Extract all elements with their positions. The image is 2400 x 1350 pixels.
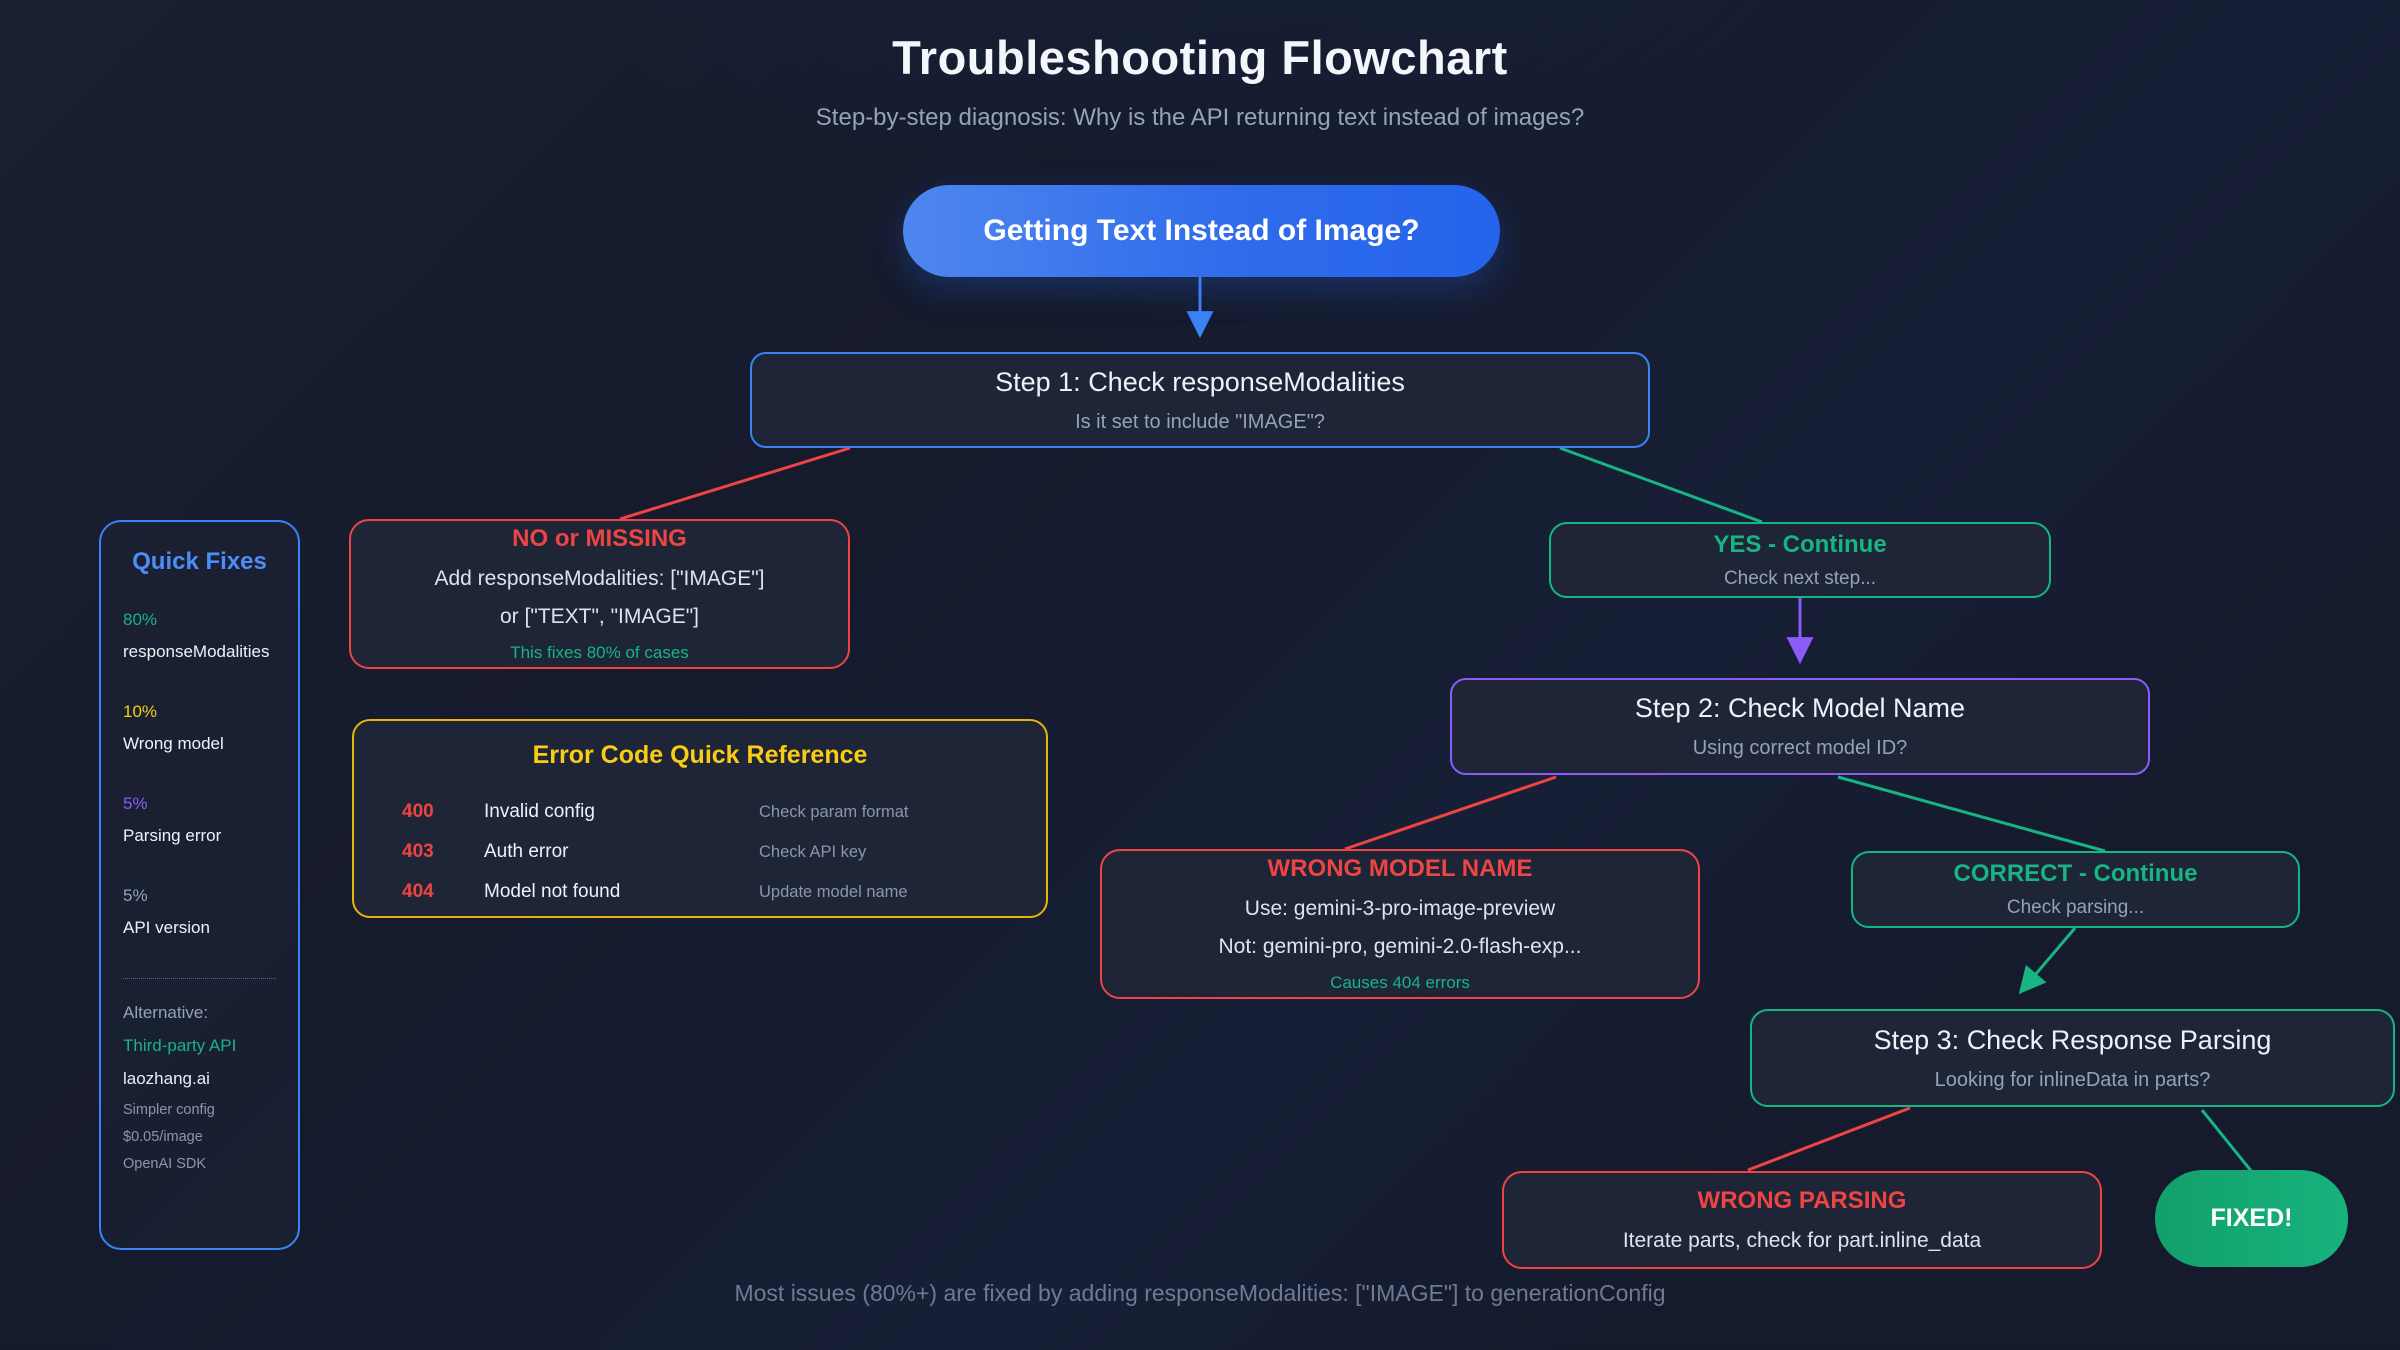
quick-fix-item: 10% Wrong model <box>123 702 276 754</box>
connector-step2-correct <box>1837 775 2106 853</box>
correct-continue-title: CORRECT - Continue <box>1953 860 2198 887</box>
quick-fix-percent: 80% <box>123 610 158 629</box>
quick-fix-item: 80% responseModalities <box>123 610 276 662</box>
no-missing-line1: Add responseModalities: ["IMAGE"] <box>434 567 765 590</box>
step2-node: Step 2: Check Model Name Using correct m… <box>1450 678 2150 775</box>
alternative-domain: laozhang.ai <box>123 1069 210 1088</box>
page-title: Troubleshooting Flowchart <box>892 31 1508 84</box>
quick-fixes-title: Quick Fixes <box>132 548 267 575</box>
error-code-title: Error Code Quick Reference <box>532 741 868 769</box>
step2-title: Step 2: Check Model Name <box>1634 693 1966 723</box>
quick-fix-label: API version <box>123 918 210 937</box>
step3-subtitle: Looking for inlineData in parts? <box>1934 1068 2211 1091</box>
panel-divider <box>123 978 276 979</box>
connector-step1-no <box>619 446 851 521</box>
error-hint: Check param format <box>759 802 909 821</box>
wrong-model-line2: Not: gemini-pro, gemini-2.0-flash-exp... <box>1218 935 1582 958</box>
quick-fix-percent: 5% <box>123 886 148 905</box>
wrong-parsing-line1: Iterate parts, check for part.inline_dat… <box>1622 1229 1982 1252</box>
no-missing-line2: or ["TEXT", "IMAGE"] <box>499 605 699 628</box>
start-node-label: Getting Text Instead of Image? <box>983 214 1420 247</box>
step1-subtitle: Is it set to include "IMAGE"? <box>1075 410 1325 433</box>
yes-continue-node: YES - Continue Check next step... <box>1549 522 2051 598</box>
wrong-parsing-node: WRONG PARSING Iterate parts, check for p… <box>1502 1171 2102 1269</box>
wrong-model-line1: Use: gemini-3-pro-image-preview <box>1244 897 1556 920</box>
footer-note: Most issues (80%+) are fixed by adding r… <box>734 1280 1666 1306</box>
error-code-row: 400 Invalid config Check param format <box>354 792 1046 832</box>
start-node: Getting Text Instead of Image? <box>903 185 1500 277</box>
no-missing-note: This fixes 80% of cases <box>510 643 689 662</box>
quick-fix-percent: 5% <box>123 794 148 813</box>
error-code: 403 <box>402 841 434 862</box>
connector-correct-step3 <box>2018 927 2077 995</box>
quick-fix-label: Wrong model <box>123 734 224 753</box>
connector-step2-wrongmodel <box>1344 775 1557 851</box>
wrong-model-node: WRONG MODEL NAME Use: gemini-3-pro-image… <box>1100 849 1700 999</box>
error-code: 400 <box>402 801 434 822</box>
error-hint: Update model name <box>759 882 908 901</box>
step3-title: Step 3: Check Response Parsing <box>1873 1024 2272 1055</box>
quick-fix-label: responseModalities <box>123 642 270 661</box>
error-name: Auth error <box>484 841 569 862</box>
step3-node: Step 3: Check Response Parsing Looking f… <box>1750 1009 2395 1107</box>
step1-title: Step 1: Check responseModalities <box>995 366 1405 397</box>
correct-continue-subtitle: Check parsing... <box>2006 897 2145 918</box>
connector-step3-fixed <box>2200 1109 2254 1173</box>
page-subtitle: Step-by-step diagnosis: Why is the API r… <box>815 104 1585 131</box>
wrong-model-note: Causes 404 errors <box>1330 973 1470 992</box>
quick-fix-item: 5% Parsing error <box>123 794 276 846</box>
connector-step1-yes <box>1559 446 1763 524</box>
alternative-note: $0.05/image <box>123 1129 203 1145</box>
quick-fixes-panel: Quick Fixes 80% responseModalities 10% W… <box>99 520 300 1250</box>
wrong-model-title: WRONG MODEL NAME <box>1267 855 1533 882</box>
no-missing-node: NO or MISSING Add responseModalities: ["… <box>349 519 850 669</box>
error-code-row: 403 Auth error Check API key <box>354 832 1046 872</box>
step1-node: Step 1: Check responseModalities Is it s… <box>750 352 1650 448</box>
alternative-name: Third-party API <box>123 1036 237 1055</box>
correct-continue-node: CORRECT - Continue Check parsing... <box>1851 851 2300 928</box>
error-code-row: 404 Model not found Update model name <box>354 872 1046 912</box>
no-missing-title: NO or MISSING <box>512 525 687 552</box>
error-name: Invalid config <box>484 801 595 822</box>
error-hint: Check API key <box>759 842 867 861</box>
yes-continue-subtitle: Check next step... <box>1723 567 1877 589</box>
yes-continue-title: YES - Continue <box>1713 530 1887 558</box>
fixed-node: FIXED! <box>2155 1170 2348 1267</box>
step2-subtitle: Using correct model ID? <box>1692 737 1908 759</box>
error-code: 404 <box>402 881 434 902</box>
fixed-node-label: FIXED! <box>2210 1204 2293 1232</box>
error-name: Model not found <box>484 881 621 902</box>
alternative-note: OpenAI SDK <box>123 1156 207 1172</box>
quick-fix-percent: 10% <box>123 702 158 721</box>
error-code-reference: Error Code Quick Reference 400 Invalid c… <box>352 719 1048 918</box>
quick-fix-label: Parsing error <box>123 826 222 845</box>
alternative-heading: Alternative: <box>123 1003 209 1022</box>
alternative-note: Simpler config <box>123 1102 215 1118</box>
connector-step3-wrongparsing <box>1747 1106 1911 1172</box>
wrong-parsing-title: WRONG PARSING <box>1697 1187 1907 1214</box>
quick-fix-item: 5% API version <box>123 886 276 938</box>
